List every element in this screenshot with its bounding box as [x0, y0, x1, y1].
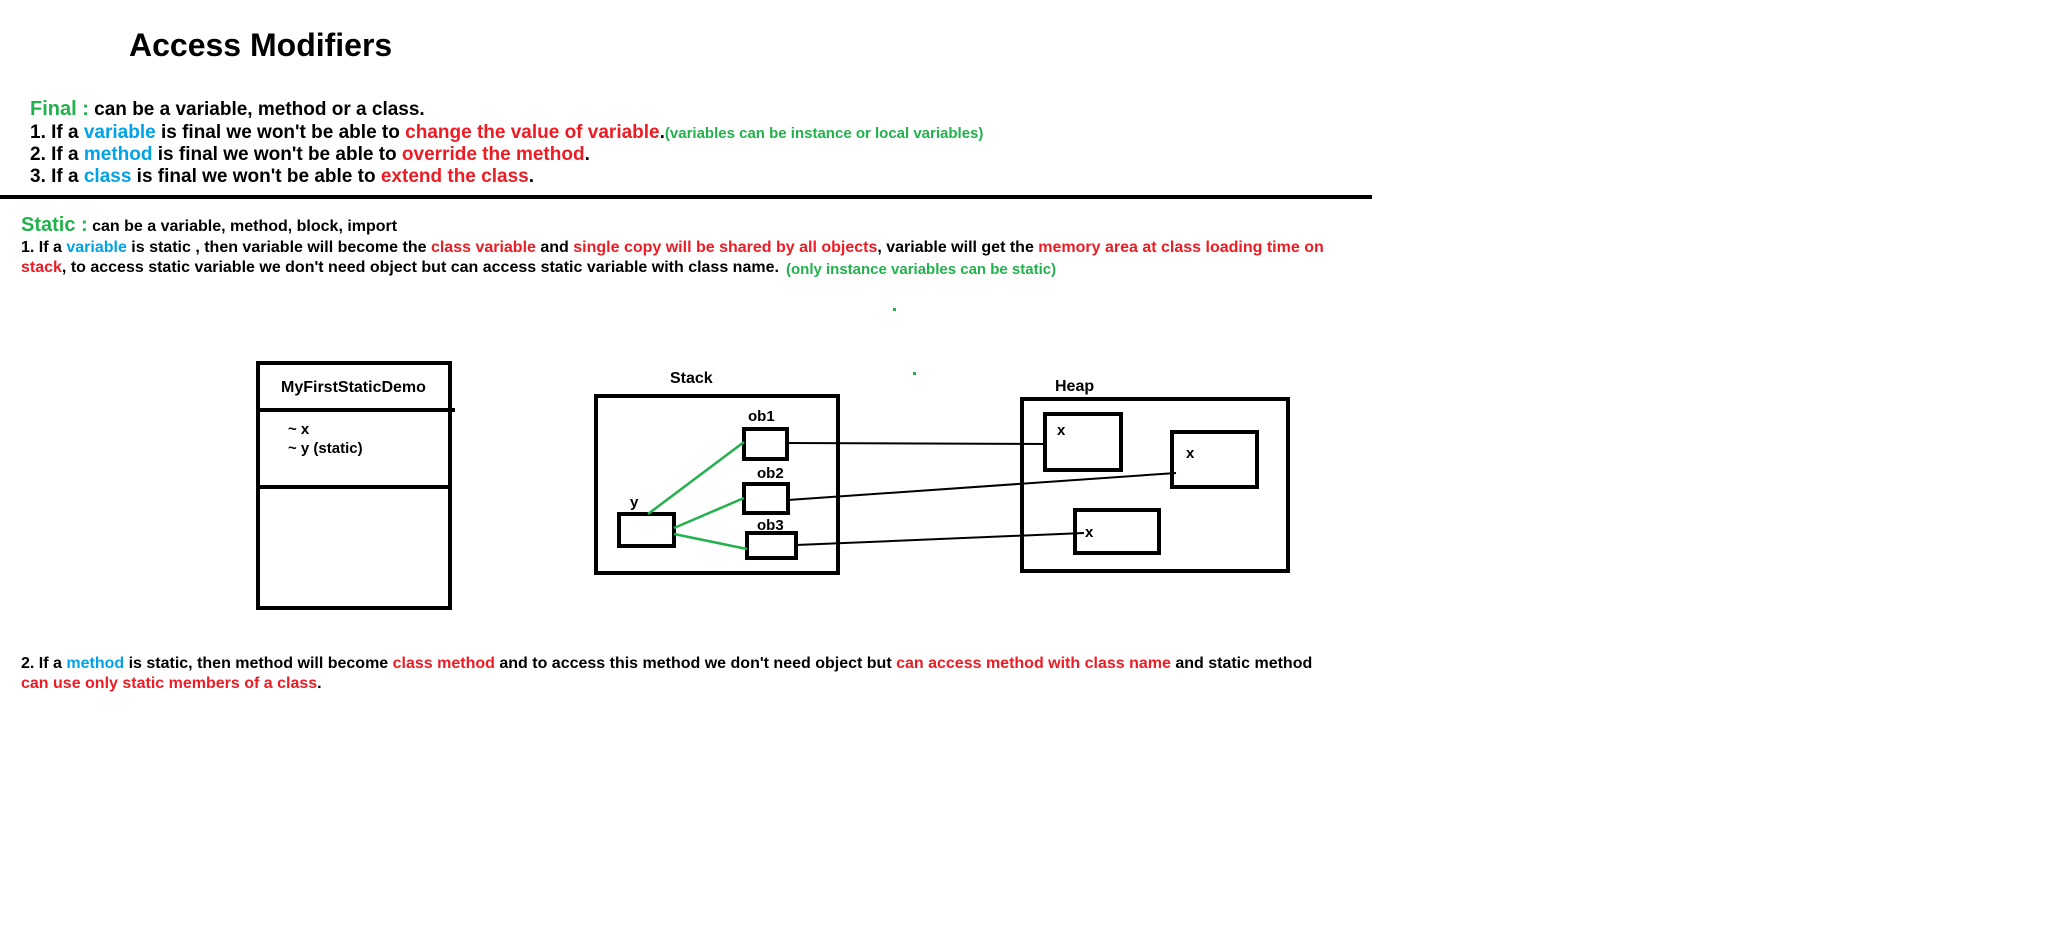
point-highlight: class method: [392, 655, 495, 672]
point-term: method: [66, 655, 125, 672]
stack-ref-label: ob3: [757, 517, 784, 534]
reference-pointer: [786, 442, 1046, 445]
point-highlight: memory area at class loading time on: [1038, 239, 1324, 256]
static-point1-note: (only instance variables can be static): [786, 261, 1057, 278]
static-description: can be a variable, method, block, import: [87, 218, 398, 235]
class-field-y: ~ y (static): [288, 440, 363, 457]
heap-frame: [1020, 397, 1290, 573]
rule-prefix: 2. If a: [30, 144, 84, 165]
rule-text: is final we won't be able to: [131, 166, 381, 187]
static-share-link: [647, 441, 745, 515]
static-point2-line1: 2. If a method is static, then method wi…: [21, 655, 1312, 673]
stack-frame: [594, 394, 840, 575]
stack-ref-label: ob2: [757, 465, 784, 482]
heap-object-label: x: [1057, 422, 1066, 439]
point-text: is static, then method will become: [124, 655, 393, 672]
point-highlight: single copy will be shared by all object…: [573, 239, 878, 256]
static-share-link: [673, 532, 748, 551]
static-share-link: [673, 496, 745, 530]
rule-end: .: [659, 122, 665, 143]
static-keyword: Static :: [21, 214, 88, 236]
stack-ref-box: [745, 531, 798, 560]
heap-object-box: [1073, 508, 1161, 555]
heap-object-box: [1170, 430, 1259, 489]
rule-prefix: 3. If a: [30, 166, 84, 187]
point-highlight: can access method with class name: [896, 655, 1171, 672]
class-field-x: ~ x: [288, 421, 310, 438]
final-rule-variable: 1. If a variable is final we won't be ab…: [30, 122, 983, 144]
page-title: Access Modifiers: [129, 27, 393, 63]
point-text: and static method: [1170, 655, 1313, 672]
heap-area: Heap x x x: [1020, 378, 1290, 573]
heap-object-box: [1043, 412, 1123, 472]
stack-y-box: [617, 512, 676, 548]
rule-prefix: 1. If a: [30, 122, 84, 143]
rule-term: class: [83, 166, 132, 187]
final-keyword: Final :: [30, 98, 89, 120]
heap-label: Heap: [1055, 378, 1094, 395]
rule-end: .: [528, 166, 534, 187]
section-divider: [0, 195, 1372, 199]
final-rule-class: 3. If a class is final we won't be able …: [30, 166, 534, 188]
point-text: .: [317, 675, 322, 692]
rule-note: (variables can be instance or local vari…: [664, 125, 984, 142]
rule-effect: change the value of variable: [405, 122, 660, 143]
reference-pointer: [795, 532, 1085, 546]
stray-dot: [893, 308, 896, 311]
point-text: is static , then variable will become th…: [126, 239, 431, 256]
heap-object-label: x: [1186, 445, 1195, 462]
rule-text: is final we won't be able to: [155, 122, 406, 143]
static-heading: Static : can be a variable, method, bloc…: [21, 214, 397, 237]
final-description: can be a variable, method or a class.: [88, 99, 425, 120]
point-highlight: can use only static members of a class: [21, 675, 318, 692]
stack-ref-box: [742, 482, 790, 515]
rule-effect: override the method: [401, 144, 585, 165]
final-rule-method: 2. If a method is final we won't be able…: [30, 144, 590, 166]
stack-y-label: y: [630, 494, 639, 511]
class-box: MyFirstStaticDemo ~ x ~ y (static): [256, 361, 455, 610]
rule-effect: extend the class: [380, 166, 529, 187]
point-text: 2. If a: [21, 655, 67, 672]
rule-text: is final we won't be able to: [152, 144, 402, 165]
point-text: and: [535, 239, 574, 256]
static-point1-line1: 1. If a variable is static , then variab…: [21, 239, 1324, 257]
static-point1-line2: stack, to access static variable we don'…: [21, 259, 779, 277]
final-heading: Final : can be a variable, method or a c…: [30, 98, 425, 121]
rule-term: method: [83, 144, 153, 165]
heap-object-label: x: [1085, 524, 1094, 541]
point-term: variable: [66, 239, 127, 256]
stack-ref-label: ob1: [748, 408, 775, 425]
reference-pointer: [787, 472, 1177, 501]
stack-label: Stack: [670, 370, 713, 387]
static-point2-line2: can use only static members of a class.: [21, 675, 322, 693]
stack-ref-box: [742, 427, 789, 461]
point-text: and to access this method we don't need …: [494, 655, 897, 672]
class-name: MyFirstStaticDemo: [281, 379, 426, 396]
point-text: , to access static variable we don't nee…: [61, 259, 779, 276]
point-highlight: stack: [21, 259, 62, 276]
point-text: 1. If a: [21, 239, 67, 256]
point-text: , variable will get the: [877, 239, 1039, 256]
stack-area: Stack y ob1 ob2 ob3: [594, 370, 840, 575]
rule-end: .: [584, 144, 590, 165]
rule-term: variable: [83, 122, 156, 143]
point-highlight: class variable: [430, 239, 536, 256]
stray-dot: [913, 372, 916, 375]
